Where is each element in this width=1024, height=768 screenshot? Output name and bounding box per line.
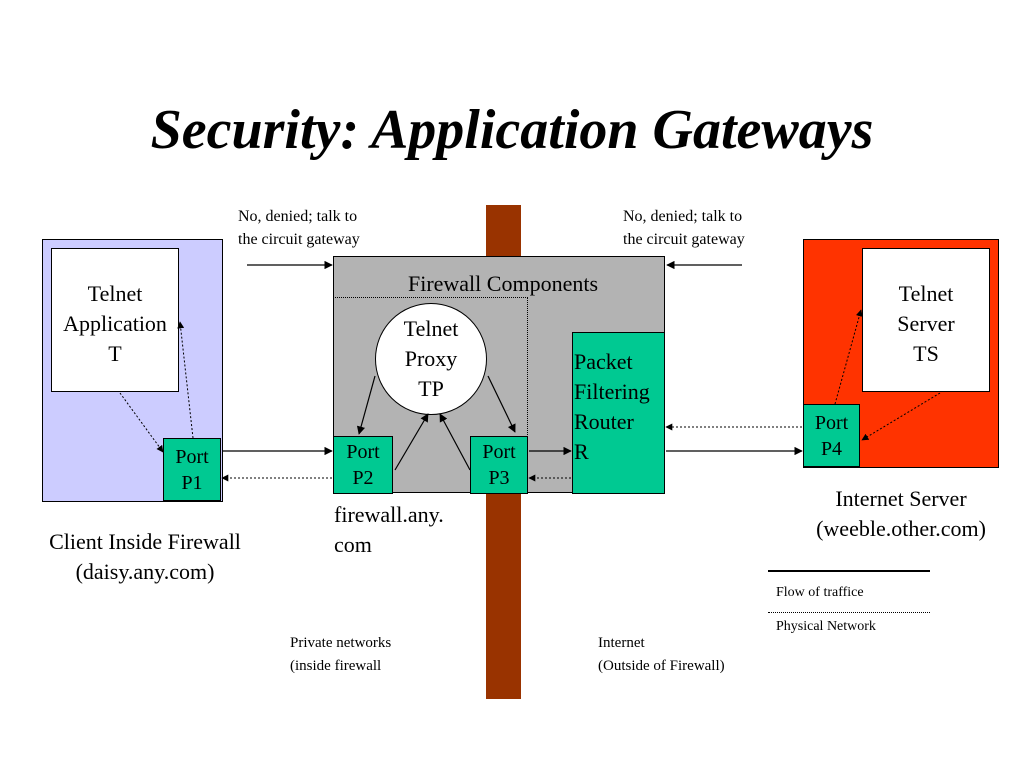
- firewall-hostname: firewall.any. com: [334, 500, 494, 560]
- port-p4: Port P4: [803, 404, 860, 467]
- router-line2: Filtering: [574, 379, 650, 404]
- proxy-to-port3-arrow: [487, 375, 516, 433]
- packet-filtering-router: Packet Filtering Router R: [572, 332, 665, 494]
- proxy-to-port2-arrow: [356, 375, 376, 435]
- telnet-proxy-line1: Telnet: [403, 316, 459, 341]
- port-p1: Port P1: [163, 438, 221, 501]
- port-p1-line2: P1: [181, 471, 203, 494]
- client-caption-line2: (daisy.any.com): [75, 559, 215, 584]
- private-network-line1: Private networks: [290, 635, 392, 651]
- legend-physical-line: [768, 612, 930, 613]
- server-caption-line1: Internet Server: [835, 486, 967, 511]
- server-caption: Internet Server (weeble.other.com): [790, 484, 1012, 544]
- internet-label: Internet (Outside of Firewall): [598, 632, 788, 678]
- firewall-hostname-line2: com: [334, 532, 372, 557]
- right-denied-note-line2: the circuit gateway: [623, 231, 745, 248]
- telnet-server-line3: TS: [913, 341, 939, 366]
- left-denied-note-line1: No, denied; talk to: [238, 208, 358, 225]
- telnet-application-line1: Telnet: [87, 281, 143, 306]
- telnet-application-line3: T: [108, 341, 122, 366]
- telnet-server-line2: Server: [897, 311, 955, 336]
- right-denied-note: No, denied; talk to the circuit gateway: [623, 205, 793, 251]
- router-line1: Packet: [574, 349, 633, 374]
- port-p2-line2: P2: [352, 467, 374, 489]
- firewall-components-heading: Firewall Components: [407, 271, 599, 296]
- server-to-port4-arrow: [861, 392, 941, 441]
- router-line4: R: [574, 439, 589, 464]
- telnet-proxy-line3: TP: [418, 376, 444, 401]
- legend-flow-label: Flow of traffice: [776, 585, 864, 600]
- private-network-line2: (inside firewall: [290, 658, 382, 674]
- port-p4-line1: Port: [814, 411, 849, 434]
- port3-to-proxy-arrow: [439, 413, 471, 471]
- legend-flow-line: [768, 570, 930, 572]
- internet-line1: Internet: [598, 635, 645, 651]
- private-network-label: Private networks (inside firewall: [290, 632, 460, 678]
- right-denied-note-line1: No, denied; talk to: [623, 208, 743, 225]
- port-p3-line2: P3: [488, 467, 510, 489]
- firewall-hostname-line1: firewall.any.: [334, 502, 444, 527]
- telnet-server-box: Telnet Server TS: [862, 248, 990, 392]
- port-p3-line1: Port: [482, 441, 516, 463]
- port1-to-app-arrow: [177, 321, 194, 439]
- port-p3: Port P3: [470, 436, 528, 494]
- telnet-proxy-circle: Telnet Proxy TP: [375, 303, 487, 415]
- router-line3: Router: [574, 409, 634, 434]
- port-p2: Port P2: [333, 436, 393, 494]
- port-p1-line1: Port: [175, 445, 209, 468]
- telnet-proxy-line2: Proxy: [404, 346, 458, 371]
- port4-to-server-arrow: [834, 309, 863, 405]
- telnet-application-box: Telnet Application T: [51, 248, 179, 392]
- server-caption-line2: (weeble.other.com): [816, 516, 986, 541]
- internet-line2: (Outside of Firewall): [598, 658, 725, 674]
- client-caption: Client Inside Firewall (daisy.any.com): [20, 527, 270, 587]
- telnet-application-line2: Application: [63, 311, 167, 336]
- port2-to-proxy-arrow: [394, 413, 429, 471]
- proxy-host-boundary: [333, 297, 528, 493]
- telnet-server-line1: Telnet: [898, 281, 954, 306]
- left-denied-note-line2: the circuit gateway: [238, 231, 360, 248]
- left-denied-note: No, denied; talk to the circuit gateway: [238, 205, 408, 251]
- legend-physical-label: Physical Network: [776, 619, 876, 634]
- port-p2-line1: Port: [346, 441, 380, 463]
- client-caption-line1: Client Inside Firewall: [49, 529, 241, 554]
- port-p4-line2: P4: [820, 437, 843, 460]
- page-title: Security: Application Gateways: [150, 99, 874, 161]
- app-to-port1-arrow: [119, 392, 164, 453]
